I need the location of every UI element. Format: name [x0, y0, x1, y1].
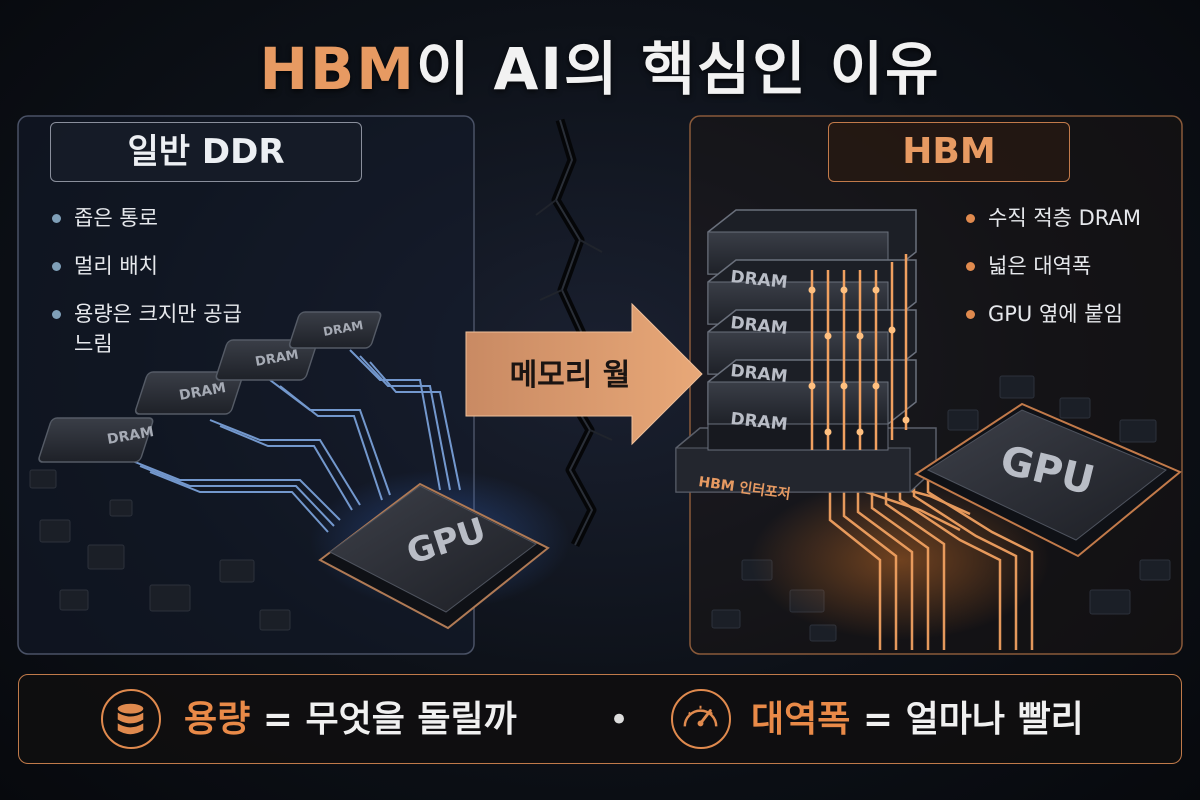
- memory-wall-arrow: [465, 302, 703, 446]
- bullet-dot-icon: [966, 262, 975, 271]
- capacity-meaning: = 무엇을 돌릴까: [250, 699, 517, 740]
- hbm-bullet-list: 수직 적층 DRAM 넓은 대역폭 GPU 옆에 붙임: [962, 203, 1192, 347]
- summary-separator: •: [609, 700, 630, 740]
- bullet-dot-icon: [52, 310, 61, 319]
- ddr-bullet: 멀리 배치: [48, 251, 278, 281]
- ddr-bullet-text: 멀리 배치: [74, 254, 158, 278]
- hbm-panel-title: HBM: [828, 122, 1070, 182]
- bandwidth-summary: 대역폭 = 얼마나 빨리: [751, 675, 1084, 765]
- bandwidth-meaning: = 얼마나 빨리: [850, 699, 1084, 740]
- ddr-bullet-text: 용량은 크지만 공급 느림: [74, 302, 242, 356]
- bullet-dot-icon: [52, 262, 61, 271]
- page-title: HBM이 AI의 핵심인 이유: [0, 22, 1200, 106]
- ddr-dram-label-3: DRAM: [254, 348, 300, 370]
- hbm-bullet-text: 수직 적층 DRAM: [988, 206, 1142, 230]
- bandwidth-term: 대역폭: [751, 699, 851, 740]
- bullet-dot-icon: [966, 214, 975, 223]
- title-accent: HBM: [259, 35, 416, 103]
- hbm-bullet: 넓은 대역폭: [962, 251, 1192, 281]
- ddr-dram-chips: [38, 311, 382, 463]
- database-icon: [101, 689, 161, 749]
- memory-wall-label: 메모리 월: [509, 358, 631, 393]
- capacity-term: 용량: [184, 699, 251, 740]
- capacity-summary: 용량 = 무엇을 돌릴까: [184, 675, 517, 765]
- hbm-bullet: 수직 적층 DRAM: [962, 203, 1192, 233]
- hbm-bullet-text: GPU 옆에 붙임: [988, 302, 1123, 326]
- summary-bar: 용량 = 무엇을 돌릴까 • 대역폭 = 얼마나 빨리: [18, 674, 1182, 764]
- ddr-gpu-chip: [318, 482, 550, 630]
- title-rest: 이 AI의 핵심인 이유: [415, 35, 941, 103]
- ddr-panel-title: 일반 DDR: [50, 122, 362, 182]
- bullet-dot-icon: [966, 310, 975, 319]
- ddr-bullet: 용량은 크지만 공급 느림: [48, 299, 264, 359]
- ddr-dram-label-4: DRAM: [322, 318, 364, 339]
- hbm-bullet-text: 넓은 대역폭: [988, 254, 1092, 278]
- ddr-bullet-text: 좁은 통로: [74, 206, 158, 230]
- bullet-dot-icon: [52, 214, 61, 223]
- hbm-gpu-chip: [914, 402, 1182, 558]
- hbm-bullet: GPU 옆에 붙임: [962, 299, 1192, 329]
- speedometer-icon: [671, 689, 731, 749]
- ddr-bullet: 좁은 통로: [48, 203, 278, 233]
- ddr-bullet-list: 좁은 통로 멀리 배치 용량은 크지만 공급 느림: [48, 203, 278, 359]
